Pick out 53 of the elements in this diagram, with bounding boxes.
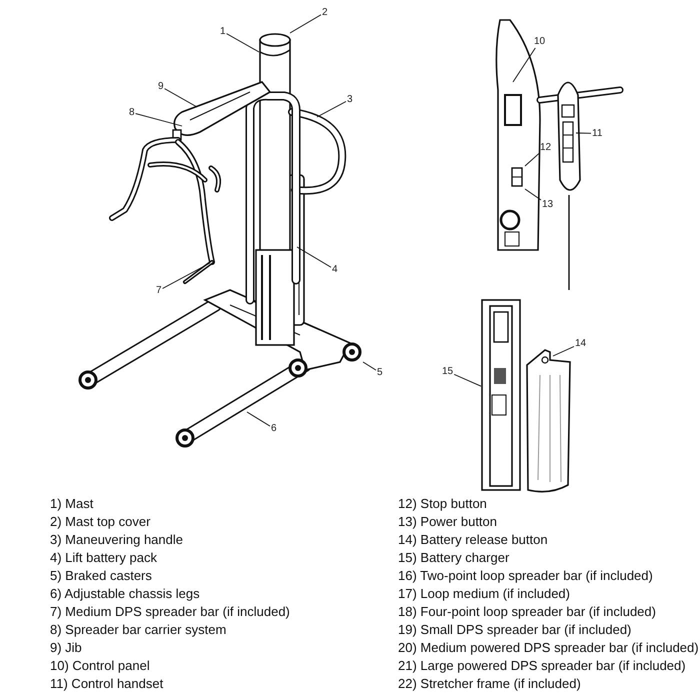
leader-line [512, 48, 536, 82]
leader-line [524, 188, 542, 200]
leader-line [296, 246, 332, 268]
leader-line [576, 132, 592, 134]
leader-line [552, 346, 574, 356]
callout-number: 1 [220, 26, 226, 37]
callout-number: 3 [347, 94, 353, 105]
callout-number: 13 [542, 199, 554, 210]
leader-line [454, 374, 482, 387]
callout-number: 11 [592, 128, 602, 139]
callout-number: 12 [540, 142, 552, 153]
callout-number: 9 [158, 81, 164, 92]
parts-list-item: 18) Four-point loop spreader bar (if included) [398, 603, 656, 621]
leader-line [316, 101, 346, 118]
leader-line [164, 88, 198, 108]
parts-list-item: 13) Power button [398, 513, 498, 531]
parts-list-item: 9) Jib [50, 639, 82, 657]
parts-list-item: 1) Mast [50, 495, 94, 513]
parts-list-item: 3) Maneuvering handle [50, 531, 183, 549]
leader-line [162, 262, 210, 289]
callout-number: 4 [332, 264, 338, 275]
leader-line [246, 412, 270, 427]
parts-list-item: 17) Loop medium (if included) [398, 585, 570, 603]
parts-list-item: 11) Control handset [50, 675, 164, 693]
leader-line [135, 113, 182, 126]
parts-list-item: 16) Two-point loop spreader bar (if included) [398, 567, 653, 585]
parts-list-item: 5) Braked casters [50, 567, 152, 585]
parts-list-item: 14) Battery release button [398, 531, 548, 549]
parts-list-item: 2) Mast top cover [50, 513, 150, 531]
parts-list-item: 22) Stretcher frame (if included) [398, 675, 581, 693]
callout-number: 14 [575, 338, 586, 349]
callout-number: 2 [322, 7, 328, 18]
leader-line [290, 14, 322, 34]
leader-line [362, 362, 376, 371]
parts-list-item: 7) Medium DPS spreader bar (if included) [50, 603, 290, 621]
parts-list-item: 19) Small DPS spreader bar (if included) [398, 621, 632, 639]
callout-number: 6 [271, 423, 277, 434]
parts-list-item: 4) Lift battery pack [50, 549, 157, 567]
parts-list-item: 20) Medium powered DPS spreader bar (if included) [398, 639, 699, 657]
leader-line [226, 33, 260, 52]
parts-list-item: 10) Control panel [50, 657, 150, 675]
parts-list-item: 21) Large powered DPS spreader bar (if included) [398, 657, 686, 675]
parts-list-item: 8) Spreader bar carrier system [50, 621, 226, 639]
callout-number: 15 [442, 366, 454, 377]
callout-number: 7 [156, 285, 162, 296]
parts-list-item: 15) Battery charger [398, 549, 510, 567]
battery-charger-drawing [481, 299, 521, 491]
parts-list-item: 12) Stop button [398, 495, 487, 513]
leader-line [524, 152, 540, 166]
callout-number: 8 [129, 107, 135, 118]
parts-list-item: 6) Adjustable chassis legs [50, 585, 200, 603]
callout-number: 5 [377, 367, 383, 378]
callout-number: 10 [534, 36, 546, 47]
